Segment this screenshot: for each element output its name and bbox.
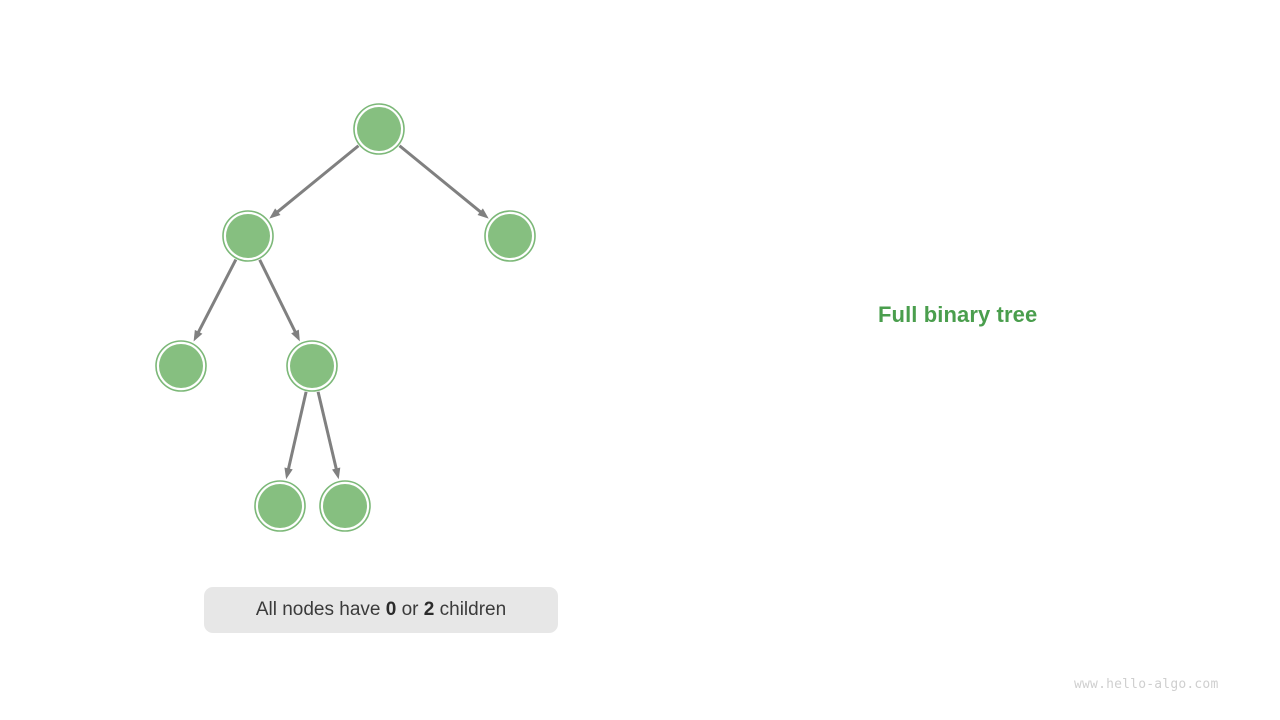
- tree-node-ring: [222, 210, 274, 262]
- tree-edge-arrowhead: [284, 467, 293, 480]
- tree-node[interactable]: [319, 480, 371, 532]
- tree-node[interactable]: [353, 103, 405, 155]
- caption-middle: or: [396, 599, 424, 620]
- tree-edge-arrowhead: [193, 329, 203, 342]
- caption-badge: All nodes have 0 or 2 children: [204, 587, 558, 633]
- tree-edge-layer: [193, 144, 489, 480]
- caption-bold-two: 2: [423, 599, 435, 620]
- caption-bold-zero: 0: [385, 599, 397, 620]
- tree-node-ring: [484, 210, 536, 262]
- tree-node[interactable]: [222, 210, 274, 262]
- tree-node-ring: [353, 103, 405, 155]
- caption-text: All nodes have 0 or 2 children: [256, 599, 506, 621]
- tree-node-disc: [488, 214, 532, 258]
- tree-edge-arrowhead: [332, 467, 341, 480]
- tree-edge: [258, 259, 297, 333]
- tree-node-disc: [357, 107, 401, 151]
- tree-node[interactable]: [155, 340, 207, 392]
- tree-edge-arrowhead: [477, 208, 489, 219]
- caption-suffix: children: [434, 599, 507, 620]
- tree-node-ring: [155, 340, 207, 392]
- tree-node-disc: [258, 484, 302, 528]
- tree-node-disc: [290, 344, 334, 388]
- tree-node-disc: [159, 344, 203, 388]
- tree-node-ring: [286, 340, 338, 392]
- watermark: www.hello-algo.com: [1074, 677, 1219, 692]
- tree-edge: [316, 391, 338, 470]
- tree-node[interactable]: [484, 210, 536, 262]
- tree-edge-arrowhead: [291, 329, 300, 342]
- tree-edge: [196, 258, 238, 334]
- tree-node-disc: [323, 484, 367, 528]
- tree-node-ring: [319, 480, 371, 532]
- tree-edge: [276, 144, 360, 214]
- tree-edge: [286, 391, 308, 470]
- tree-node[interactable]: [286, 340, 338, 392]
- caption-prefix: All nodes have: [255, 599, 386, 620]
- tree-edge: [398, 144, 482, 214]
- page-title: Full binary tree: [878, 302, 1038, 327]
- tree-node[interactable]: [254, 480, 306, 532]
- tree-node-layer: [155, 103, 536, 532]
- tree-node-disc: [226, 214, 270, 258]
- tree-edge-arrowhead: [269, 208, 281, 219]
- tree-node-ring: [254, 480, 306, 532]
